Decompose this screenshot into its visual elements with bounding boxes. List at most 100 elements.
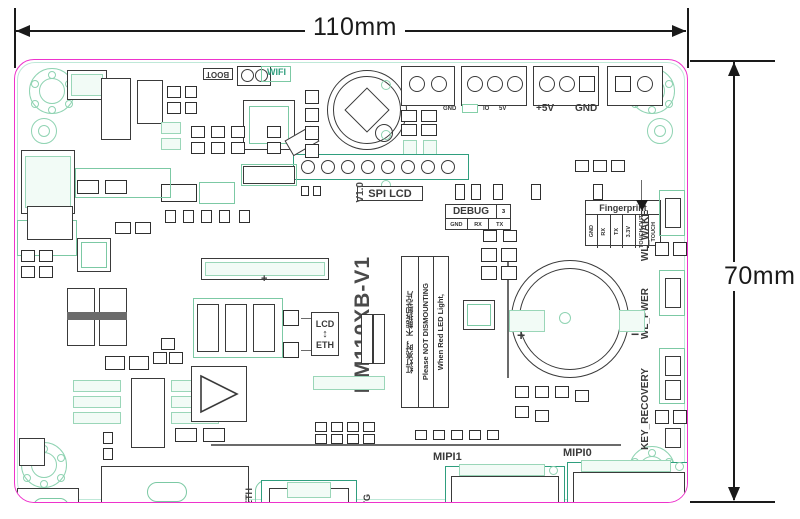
usb-connector-bottom-silk [33, 498, 69, 502]
smd-pad [115, 222, 131, 234]
smd-pad [129, 356, 149, 370]
lcd-eth-arrow-icon: ↕ [322, 327, 328, 340]
left-silk-zone-2 [75, 168, 171, 198]
smd-pad [421, 110, 437, 122]
smd-pad [39, 250, 53, 262]
wifi-module-silk [261, 66, 291, 82]
warning-col-cn: 红灯亮时，不能拆卸芯片 [402, 257, 419, 407]
smd-pad [305, 108, 319, 122]
height-arrow-top [728, 62, 740, 76]
smd-pad [575, 390, 589, 402]
smd-pad [503, 230, 517, 242]
selector-pad [283, 310, 299, 326]
smd-pad [103, 432, 113, 444]
smd-pad [487, 430, 499, 440]
battery-terminal-positive [509, 310, 545, 332]
smd-pad [481, 248, 497, 262]
fingerprint-pin-rx-text: RX [601, 227, 608, 236]
component-toroid-inner [333, 76, 401, 144]
battery-center-via [559, 312, 571, 324]
boot-label-text: BOOT [206, 69, 230, 79]
component-mosfet [131, 378, 165, 448]
smd-pad [305, 90, 319, 104]
extension-line-bottom [690, 501, 775, 503]
smd-pad [313, 186, 321, 196]
smd-pad [103, 448, 113, 460]
board-height-dimension: 70mm [716, 262, 800, 291]
dc5v-power-jack[interactable] [101, 466, 249, 502]
ring-pad [57, 454, 65, 462]
button-footprint[interactable] [665, 428, 681, 448]
boot-button-dome [241, 69, 254, 82]
dc5v-jack-silk-a [147, 482, 187, 502]
connector-pin-square [579, 76, 595, 92]
smd-pad [347, 434, 359, 444]
smd-pad [231, 126, 245, 138]
rail-label-plus5v: +5V [536, 103, 555, 114]
mipi1-pin1-marker [549, 466, 558, 475]
mipi0-connector-body [573, 472, 685, 502]
smd-pad [183, 210, 194, 223]
warning-text-en2: Please NOT DISMOUNTING [421, 283, 431, 381]
debug-header-table[interactable]: DEBUG 3 GND RX TX [445, 204, 511, 230]
triangle-polarity-icon [200, 374, 239, 414]
spi-lcd-label: SPI LCD [357, 186, 423, 201]
lcd-eth-selector-box[interactable]: LCD ↕ ETH [311, 312, 339, 356]
smd-pad [575, 160, 589, 172]
component-body [137, 80, 163, 124]
smd-pad [531, 184, 541, 200]
ring-pad [648, 106, 656, 114]
button-silk [659, 190, 685, 236]
smd-pad [401, 124, 417, 136]
warning-col-en2: Please NOT DISMOUNTING [419, 257, 434, 407]
smd-pad [501, 248, 517, 262]
smd-pad [415, 430, 427, 440]
fingerprint-header-table[interactable]: Fingerprint GND RX TX 3.3V TOUCH-OUT [585, 200, 661, 248]
connector-pin [507, 76, 523, 92]
fingerprint-pin-3v3-text: 3.3V [625, 225, 632, 238]
button-footprint[interactable] [665, 380, 681, 400]
mipi1-connector-body [451, 476, 559, 502]
button-silk [659, 348, 685, 404]
spi-lcd-pin [441, 160, 455, 174]
smd-pad [483, 230, 497, 242]
connector-pin [467, 76, 483, 92]
poe-eth-label: POE+100ETH [244, 488, 254, 502]
debug-title: DEBUG [446, 205, 497, 218]
component-ic-right-silk [467, 304, 491, 326]
component-qfn [77, 238, 111, 272]
smd-pad [347, 422, 359, 432]
spi-lcd-pin [301, 160, 315, 174]
spi-lcd-pin [421, 160, 435, 174]
warning-text-cn: 红灯亮时，不能拆卸芯片 [405, 290, 415, 374]
usb-connector-silk [25, 156, 71, 208]
rail-label-gnd: GND [575, 103, 598, 114]
smd-pad [401, 110, 417, 122]
smd-pad [167, 102, 181, 114]
smd-silk [73, 396, 121, 408]
width-arrow-left [16, 25, 30, 37]
smd-pad [555, 386, 569, 398]
leader-line-vertical [641, 180, 643, 202]
spi-lcd-label-text: SPI LCD [368, 187, 412, 200]
rxy-component-1 [361, 314, 373, 364]
smd-pad [433, 430, 445, 440]
warning-col-en1: When Red LED Light, [434, 257, 448, 407]
smd-pad [21, 266, 35, 278]
component-connector-mid [197, 304, 219, 352]
smd-pad [21, 250, 35, 262]
smd-pad [593, 160, 607, 172]
fingerprint-pin-touch-text: TOUCH [651, 221, 658, 242]
mipi0-pin1-marker [675, 462, 684, 471]
button-footprint[interactable] [665, 278, 681, 308]
button-footprint[interactable] [665, 356, 681, 376]
button-footprint[interactable] [665, 198, 681, 228]
board-width-dimension: 110mm [305, 13, 406, 42]
battery-plus-marker: + [517, 327, 526, 343]
component-ic-left [27, 206, 73, 240]
smd-pad [535, 410, 549, 422]
pcb-board-outline: BOOT WIFI GND [14, 59, 688, 503]
smd-pad [515, 386, 529, 398]
smd-pad [305, 144, 319, 158]
